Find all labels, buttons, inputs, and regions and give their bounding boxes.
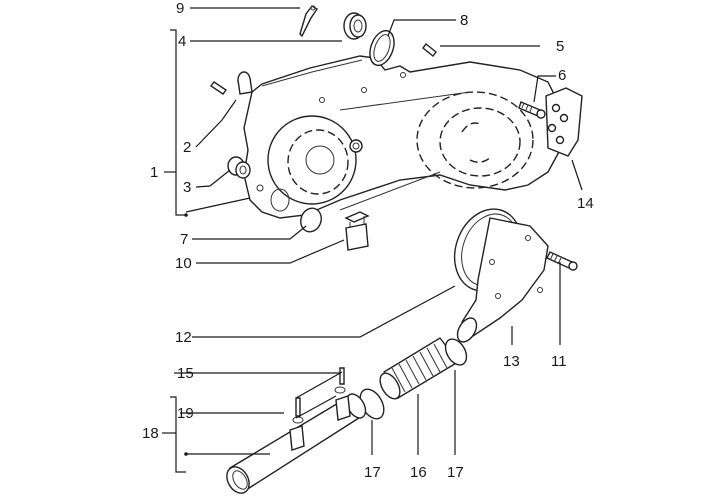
callout-7: 7 xyxy=(180,231,188,248)
callout-12: 12 xyxy=(175,329,192,346)
part-15-screw-right[interactable] xyxy=(339,367,345,385)
part-19-bracket-right[interactable] xyxy=(334,386,351,421)
part-4-bearing[interactable] xyxy=(343,12,367,40)
part-11-bolt[interactable] xyxy=(546,251,578,271)
part-10-clip[interactable] xyxy=(344,211,370,251)
part-8-seal[interactable] xyxy=(366,27,399,68)
part-17-clamp-right[interactable] xyxy=(441,335,471,368)
callout-13: 13 xyxy=(503,353,520,370)
transmission-cover[interactable] xyxy=(243,55,563,219)
leader-lines xyxy=(162,7,583,473)
part-13-intake-housing[interactable] xyxy=(444,200,549,346)
callout-15: 15 xyxy=(177,365,194,382)
callout-18: 18 xyxy=(142,425,159,442)
callout-1: 1 xyxy=(150,164,158,181)
callout-labels: 9 4 8 5 6 1 2 3 14 7 10 12 13 11 15 19 1… xyxy=(142,0,594,481)
part-14-shoe-block[interactable] xyxy=(545,87,583,157)
callout-14: 14 xyxy=(577,195,594,212)
part-6-bolt[interactable] xyxy=(518,101,546,119)
callout-5: 5 xyxy=(556,38,564,55)
callout-6: 6 xyxy=(558,67,566,84)
part-15-screw-left[interactable] xyxy=(295,397,301,417)
part-19-bracket-left[interactable] xyxy=(289,416,305,451)
callout-17-right: 17 xyxy=(447,464,464,481)
callout-3: 3 xyxy=(183,179,191,196)
part-2-pin[interactable] xyxy=(209,81,228,95)
part-3-bushing[interactable] xyxy=(227,156,251,179)
callout-11: 11 xyxy=(551,353,567,370)
callout-17-left: 17 xyxy=(364,464,381,481)
callout-2: 2 xyxy=(183,139,191,156)
part-9-bracket[interactable] xyxy=(299,5,318,38)
callout-4: 4 xyxy=(178,33,186,50)
callout-19: 19 xyxy=(177,405,194,422)
part-16-flex-hose[interactable] xyxy=(376,337,460,402)
part-2-sleeve[interactable] xyxy=(237,71,253,95)
callout-16: 16 xyxy=(410,464,427,481)
callout-10: 10 xyxy=(175,255,192,272)
callout-8: 8 xyxy=(460,12,468,29)
part-5-dowel-pin[interactable] xyxy=(422,43,437,57)
callout-9: 9 xyxy=(176,0,184,17)
